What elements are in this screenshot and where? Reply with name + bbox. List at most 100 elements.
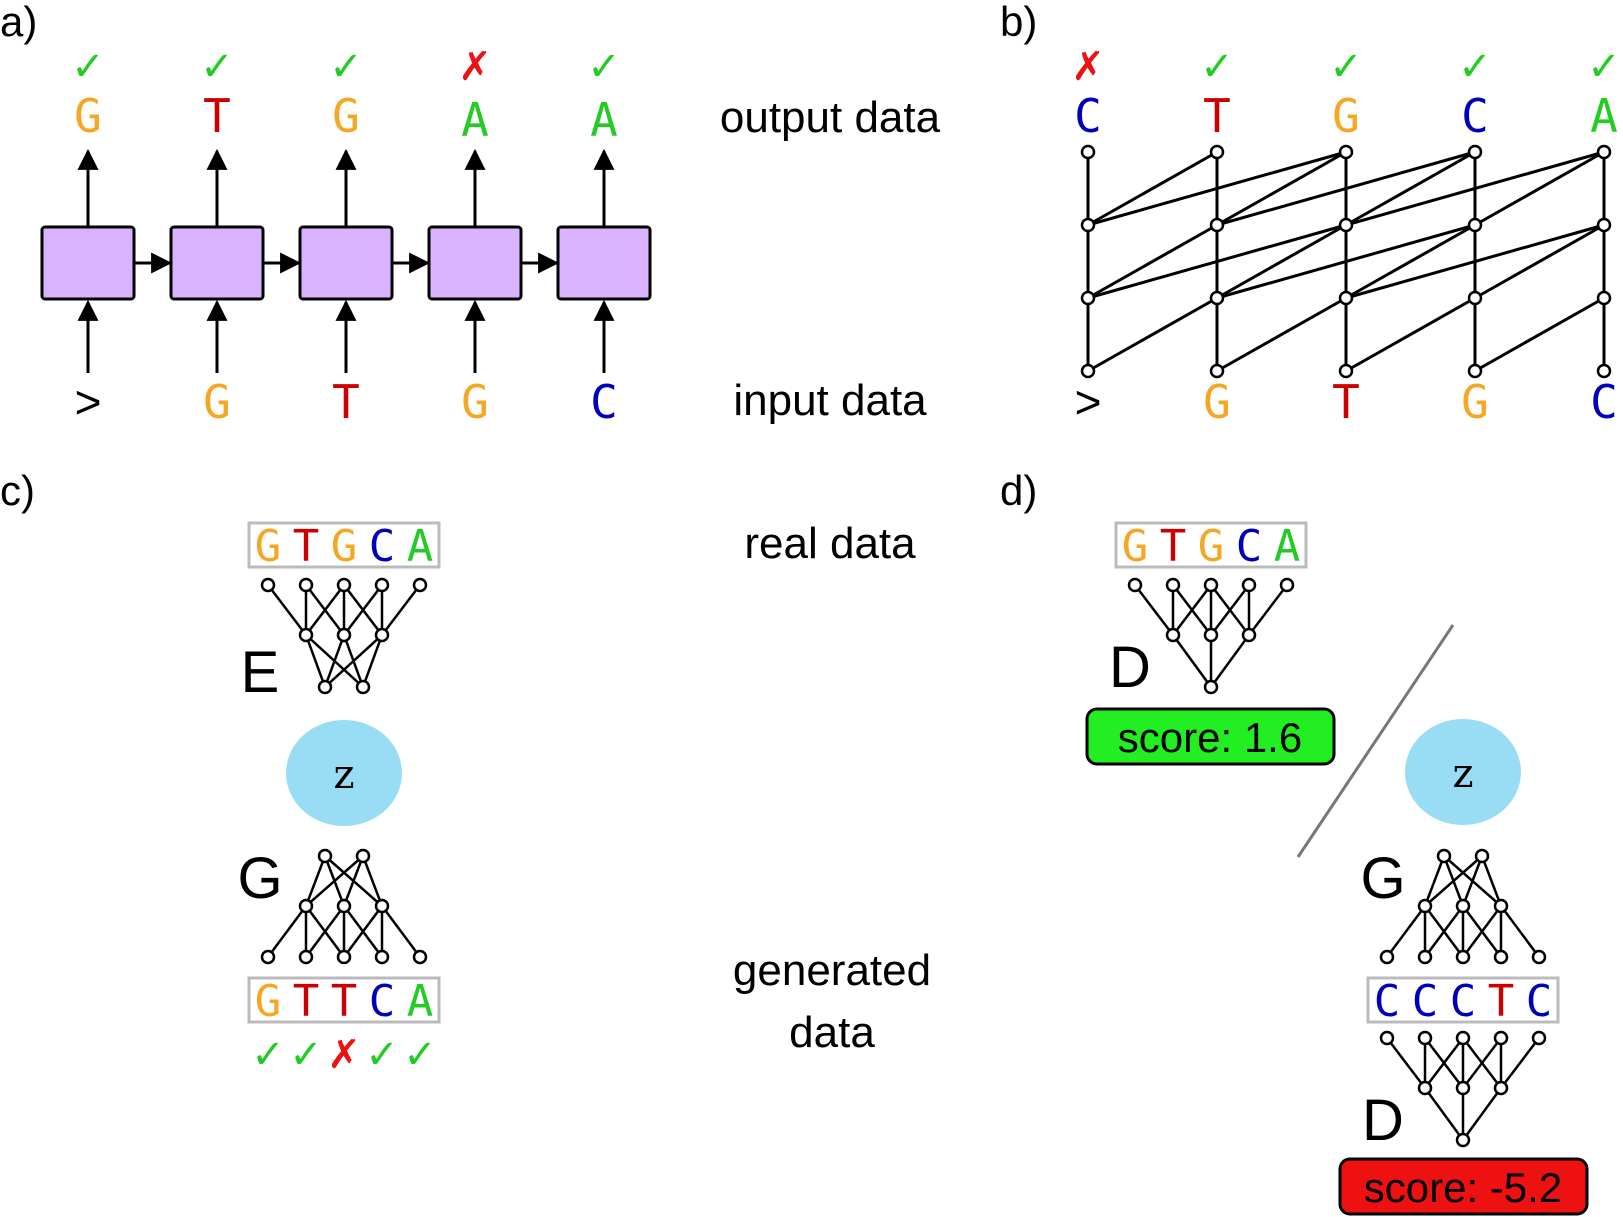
gan-generator-label: G — [1360, 846, 1405, 911]
generated-sequence-letter: G — [255, 976, 282, 1027]
discriminator-fake-node — [1493, 1030, 1509, 1046]
discriminator-fake-node — [1493, 1080, 1509, 1096]
check-mark: ✓ — [403, 1033, 437, 1077]
check-mark: ✓ — [587, 45, 621, 89]
gan-generator-edge — [1385, 905, 1427, 958]
encoder-node — [298, 627, 314, 643]
skip-connection — [1345, 150, 1605, 227]
rnn-output-letter: A — [590, 93, 618, 147]
cross-mark: ✗ — [458, 45, 492, 89]
encoder-edge — [304, 634, 327, 688]
panel-d-label: d) — [1000, 467, 1037, 514]
discriminator-fake-node — [1531, 1030, 1547, 1046]
real-sequence-letter: A — [407, 521, 434, 572]
real-sequence-letter: T — [293, 521, 320, 572]
discriminator-fake-node — [1417, 1080, 1433, 1096]
discriminator-real-node — [1203, 577, 1219, 593]
discriminator-real-edge — [1210, 584, 1250, 636]
rnn-cell — [427, 225, 523, 301]
encoder-node — [355, 679, 371, 695]
real-sequence-box — [247, 521, 441, 569]
gan-fake-sequence-letter: C — [1412, 976, 1439, 1027]
generator-node — [260, 949, 276, 965]
gan-generator-node — [1417, 898, 1433, 914]
conv-output-letter: C — [1461, 89, 1489, 143]
discriminator-fake-edge — [1500, 1037, 1540, 1089]
diagonal-connection — [1474, 223, 1605, 300]
discriminator-real-edge — [1171, 634, 1213, 688]
encoder-node — [298, 577, 314, 593]
rnn-output-letter: G — [332, 89, 360, 143]
discriminator-fake-label: D — [1362, 1088, 1404, 1153]
rnn-input-letter: T — [332, 375, 360, 429]
real-score-badge — [1085, 707, 1336, 766]
discriminator-real-node — [1165, 627, 1181, 643]
generator-node — [298, 949, 314, 965]
cross-mark: ✗ — [327, 1033, 361, 1077]
network-node — [1467, 217, 1483, 233]
rnn-cell — [40, 225, 136, 301]
gan-generator-edge — [1499, 905, 1541, 958]
encoder-edge — [381, 584, 421, 636]
encoder-node — [317, 679, 333, 695]
rnn-input-letter: > — [75, 376, 102, 428]
discriminator-real-node — [1127, 577, 1143, 593]
conv-input-letter: C — [1590, 375, 1618, 429]
discriminator-fake-edge — [1386, 1037, 1426, 1089]
encoder-label: E — [241, 640, 280, 705]
generator-node — [412, 949, 428, 965]
fake-score-text: score: -5.2 — [1364, 1164, 1562, 1211]
cross-mark: ✗ — [1071, 45, 1105, 89]
discriminator-fake-edge — [1462, 1037, 1502, 1089]
discriminator-real-node — [1241, 627, 1257, 643]
real-score-text: score: 1.6 — [1118, 714, 1302, 761]
check-mark: ✓ — [289, 1033, 323, 1077]
gan-generator-edge — [1424, 855, 1483, 907]
conv-output-letter: C — [1074, 89, 1102, 143]
gan-generator-edge — [1461, 855, 1484, 907]
rnn-cell — [556, 225, 652, 301]
generator-node — [336, 949, 352, 965]
conv-output-letter: G — [1332, 89, 1360, 143]
network-node — [1596, 290, 1612, 306]
encoder-node — [374, 627, 390, 643]
generated-sequence-letter: T — [293, 976, 320, 1027]
generator-edge — [304, 905, 346, 958]
panel-a-label: a) — [0, 0, 37, 45]
gan-generator-node — [1493, 949, 1509, 965]
check-mark: ✓ — [329, 45, 363, 89]
conv-output-letter: A — [1590, 89, 1618, 143]
rnn-input-letter: C — [590, 375, 618, 429]
panel-b-dilated-network: C✗>T✓GG✓TC✓GA✓C — [1071, 45, 1621, 429]
encoder-node — [260, 577, 276, 593]
discriminator-fake-edge — [1424, 1037, 1464, 1089]
network-node — [1209, 290, 1225, 306]
gan-real-sequence-letter: G — [1122, 521, 1149, 572]
gan-real-sequence-box — [1114, 521, 1308, 569]
generated-sequence-letter: A — [407, 976, 434, 1027]
conv-input-letter: G — [1203, 375, 1231, 429]
generator-node — [355, 848, 371, 864]
network-node — [1467, 144, 1483, 160]
encoder-edge — [361, 634, 384, 688]
generator-edge — [342, 905, 384, 958]
discriminator-fake-node — [1455, 1030, 1471, 1046]
discriminator-real-edge — [1172, 584, 1212, 636]
generator-edge — [305, 855, 364, 907]
generated-data-label-line2: data — [789, 1008, 875, 1057]
discriminator-fake-edge — [1461, 1087, 1503, 1141]
generator-edge — [342, 855, 365, 907]
panel-c-label: c) — [0, 467, 35, 514]
check-mark: ✓ — [1200, 45, 1234, 89]
check-mark: ✓ — [200, 45, 234, 89]
network-node — [1338, 217, 1354, 233]
diagonal-connection — [1345, 296, 1476, 373]
network-node — [1080, 217, 1096, 233]
generated-sequence-letter: C — [369, 976, 396, 1027]
diagonal-connection — [1216, 150, 1347, 227]
panel-b-label: b) — [1000, 0, 1037, 45]
network-node — [1467, 290, 1483, 306]
generator-node — [298, 898, 314, 914]
